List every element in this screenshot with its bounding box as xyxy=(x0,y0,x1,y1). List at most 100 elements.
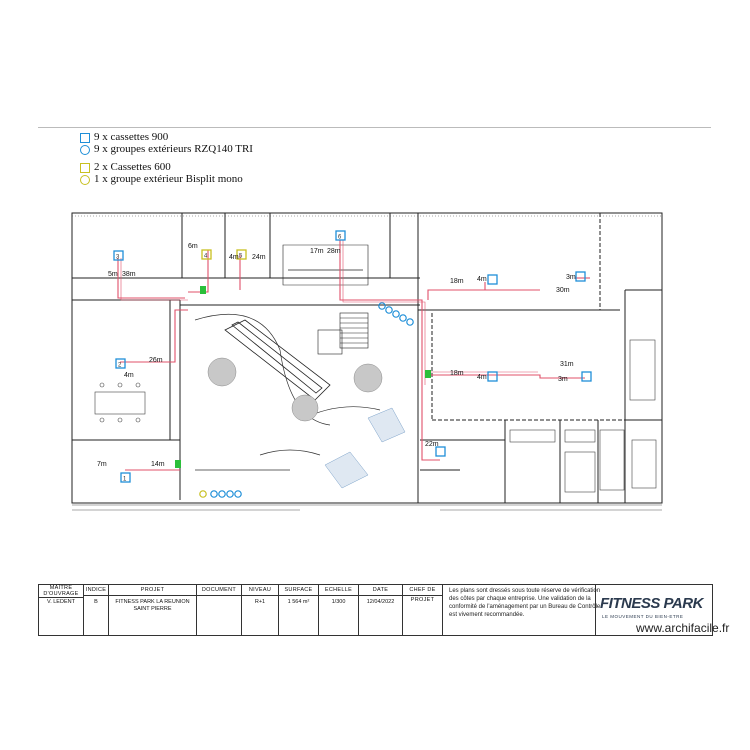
cassette-900-icon xyxy=(120,472,131,483)
tb-head: DOCUMENT xyxy=(197,585,241,596)
walls xyxy=(71,212,663,504)
distance-label: 17m xyxy=(310,248,324,255)
outdoor-unit-icon xyxy=(378,302,386,310)
legend-item: 9 x groupes extérieurs RZQ140 TRI xyxy=(80,143,380,155)
pipe-return xyxy=(120,240,538,385)
legend-item: 2 x Cassettes 600 xyxy=(80,161,380,173)
unit-number: 2 xyxy=(118,363,122,369)
unit-number: 5 xyxy=(239,254,243,260)
outdoor-unit-icon xyxy=(234,490,242,498)
pipe-distances: 5m 38m 26m 4m 7m 14m 6m 4m 24m 17m 28m 1… xyxy=(97,243,576,468)
tb-head: ECHELLE xyxy=(319,585,358,596)
yellow-circle-icon xyxy=(80,175,90,185)
legend-text: 2 x Cassettes 600 xyxy=(94,161,171,173)
brand-logo: FITNESS PARK LE MOUVEMENT DU BIEN-ETRE xyxy=(598,592,708,622)
distance-label: 4m xyxy=(124,372,134,379)
bisplit-unit-icon xyxy=(199,490,207,498)
legend-item: 1 x groupe extérieur Bisplit mono xyxy=(80,173,380,185)
distance-label: 18m xyxy=(450,278,464,285)
tb-column-surface: SURFACE 1 564 m² xyxy=(279,585,319,635)
outdoor-units xyxy=(210,302,414,498)
outdoor-unit-icon xyxy=(406,318,414,326)
cassette-900-icon xyxy=(575,271,586,282)
cassette-900-icon xyxy=(487,274,498,285)
hatched-areas xyxy=(324,407,406,489)
tb-note-cell xyxy=(443,585,596,635)
cassette-900-icon xyxy=(435,446,446,457)
tb-value: B xyxy=(94,599,98,605)
outdoor-unit-icon xyxy=(399,314,407,322)
tb-column-project-lead: CHEF DE PROJET xyxy=(403,585,443,635)
tb-value: V. LEDENT xyxy=(47,599,75,605)
brand-tagline: LE MOUVEMENT DU BIEN-ETRE xyxy=(602,614,684,619)
distance-label: 5m xyxy=(108,271,118,278)
drawing-sheet xyxy=(38,127,711,633)
distance-label: 3m xyxy=(566,274,576,281)
blue-circle-icon xyxy=(80,145,90,155)
watermark: www.archifacile.fr xyxy=(636,621,730,635)
distance-label: 6m xyxy=(188,243,198,250)
cassette-900-icon xyxy=(335,230,346,241)
tb-column-project: PROJET FITNESS PARK LA REUNION SAINT PIE… xyxy=(109,585,197,635)
distance-label: 18m xyxy=(450,370,464,377)
tb-head: SURFACE xyxy=(279,585,318,596)
outdoor-unit-icon xyxy=(392,310,400,318)
distance-label: 30m xyxy=(556,287,570,294)
unit-number: 6 xyxy=(338,235,342,241)
tb-column-scale: ECHELLE 1/300 xyxy=(319,585,359,635)
unit-number: 3 xyxy=(116,255,120,261)
distance-label: 31m xyxy=(560,361,574,368)
tb-column-owner: MAÎTRE D'OUVRAGE V. LEDENT xyxy=(39,585,84,635)
tb-head: DATE xyxy=(359,585,402,596)
legend-text: 9 x groupes extérieurs RZQ140 TRI xyxy=(94,143,253,155)
building-outline xyxy=(71,212,663,504)
title-block: MAÎTRE D'OUVRAGE V. LEDENT INDICE B PROJ… xyxy=(38,584,713,636)
outdoor-unit-icon xyxy=(218,490,226,498)
outdoor-unit-icon xyxy=(226,490,234,498)
tb-head: PROJET xyxy=(109,585,196,596)
distance-label: 7m xyxy=(97,461,107,468)
distance-label: 4m xyxy=(229,254,239,261)
unit-number: 1 xyxy=(123,477,127,483)
cassette-900-icon xyxy=(115,358,126,369)
distance-label: 38m xyxy=(122,271,136,278)
tb-head: MAÎTRE D'OUVRAGE xyxy=(39,585,83,598)
brand-name: FITNESS PARK xyxy=(600,595,703,612)
tb-value: R+1 xyxy=(254,599,266,605)
tb-column-document: DOCUMENT xyxy=(197,585,242,635)
tb-note: Les plans sont dressés sous toute réserv… xyxy=(449,588,601,618)
escalator xyxy=(224,244,369,401)
cassette-600-icon xyxy=(236,249,247,260)
tb-value: 12/04/2022 xyxy=(366,599,395,605)
refrigerant-pipes xyxy=(117,240,590,471)
distance-label: 28m xyxy=(327,248,341,255)
tb-value: 1 564 m² xyxy=(287,599,310,605)
vegetation xyxy=(207,357,383,422)
tb-value: 1/300 xyxy=(331,599,346,605)
legend: 9 x cassettes 900 9 x groupes extérieurs… xyxy=(80,131,380,185)
stairs xyxy=(317,312,369,355)
distance-label: 22m xyxy=(425,441,439,448)
distance-label: 24m xyxy=(252,254,266,261)
tb-head: NIVEAU xyxy=(242,585,278,596)
outdoor-unit-icon xyxy=(210,490,218,498)
distance-label: 3m xyxy=(558,376,568,383)
distance-label: 26m xyxy=(149,357,163,364)
tb-head: CHEF DE PROJET xyxy=(403,585,442,603)
outdoor-unit-icon xyxy=(385,306,393,314)
tb-column-index: INDICE B xyxy=(84,585,109,635)
distance-label: 14m xyxy=(151,461,165,468)
tb-column-level: NIVEAU R+1 xyxy=(242,585,279,635)
blue-square-icon xyxy=(80,133,90,143)
legend-text: 9 x cassettes 900 xyxy=(94,131,169,143)
legend-item: 9 x cassettes 900 xyxy=(80,131,380,143)
tb-value: FITNESS PARK LA REUNION SAINT PIERRE xyxy=(115,599,190,612)
tb-head: INDICE xyxy=(84,585,108,596)
tb-column-date: DATE 12/04/2022 xyxy=(359,585,403,635)
cassette-900-icon xyxy=(113,250,124,261)
unit-number: 4 xyxy=(204,254,208,260)
cassette-units xyxy=(113,230,592,483)
distance-label: 4m xyxy=(477,374,487,381)
unit-numbers: 3 2 1 4 5 6 xyxy=(116,235,342,483)
